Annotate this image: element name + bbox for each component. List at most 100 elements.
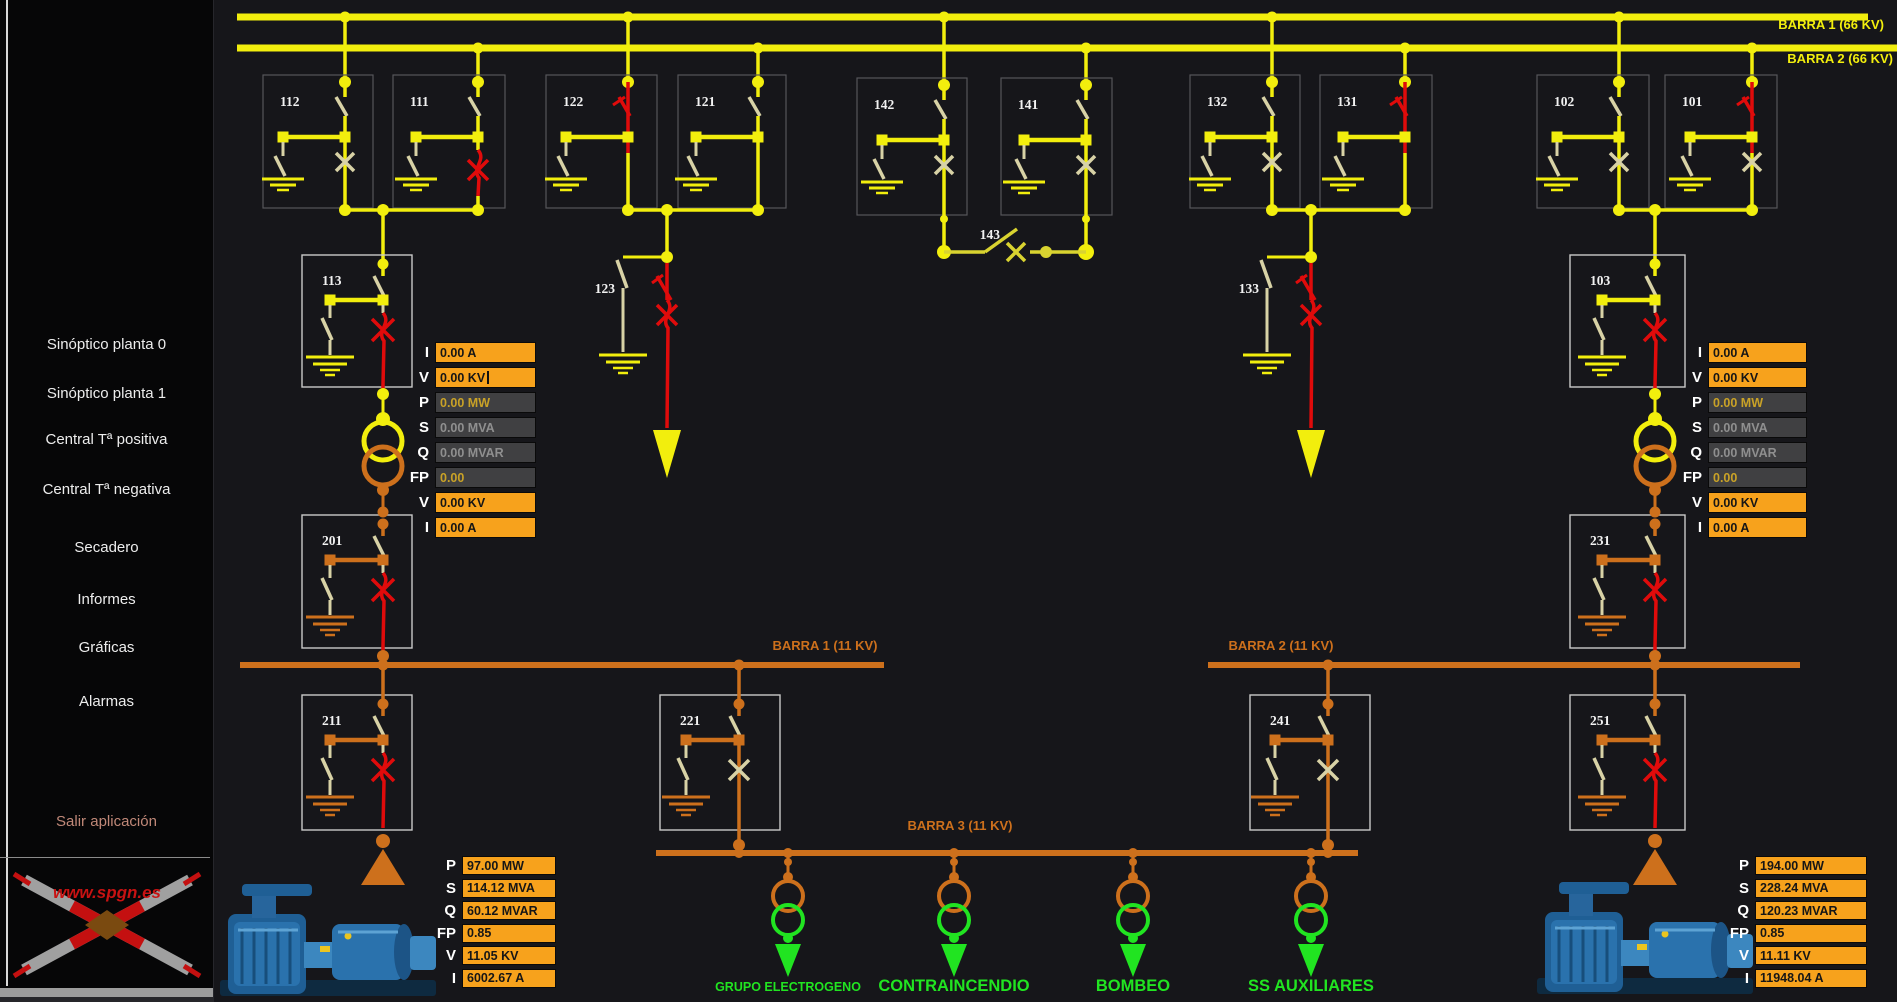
measurement-value: 0.00 MVAR [1713,445,1777,460]
measurement-value-field[interactable]: 0.85 [1755,923,1867,943]
measurement-value-field[interactable]: 97.00 MW [462,856,556,875]
bar-node [733,734,745,746]
measurement-value-field[interactable]: 0.00 KV [435,367,536,388]
bay-box[interactable] [545,74,658,209]
bay-box[interactable] [1664,74,1778,209]
bay-221[interactable]: 221 [659,694,781,831]
bay-132[interactable]: 132 [1189,17,1301,209]
measurement-value-field[interactable]: 0.00 MW [1708,392,1807,413]
measurement-value-field[interactable]: 0.00 [435,467,536,488]
bus-label-barra2-66kv: BARRA 2 (66 KV) [1787,51,1893,66]
bay-box[interactable] [1569,694,1686,831]
bar-node [377,734,389,746]
bay-103[interactable]: 103 [1569,254,1686,388]
junction-node [1306,933,1316,943]
bay-box[interactable] [301,694,413,831]
bay-121[interactable]: 121 [675,48,787,209]
sidebar-item-central-t-negativa[interactable]: Central Tª negativa [42,481,171,498]
measurement-value-field[interactable]: 0.00 A [1708,342,1807,363]
sidebar-item-secadero[interactable]: Secadero [74,539,139,556]
measurement-value-field[interactable]: 0.00 MVAR [1708,442,1807,463]
bay-241[interactable]: 241 [1249,694,1371,831]
measurement-value-field[interactable]: 6002.67 A [462,968,556,988]
measurement-value-field[interactable]: 0.00 KV [1708,367,1807,388]
bar-node [680,734,692,746]
bay-131[interactable]: 131 [1319,48,1433,209]
bay-box[interactable] [1536,74,1650,209]
bay-122[interactable]: 122 [545,17,658,209]
measurement-value-field[interactable]: 0.00 A [1708,517,1807,538]
bay-box[interactable] [262,74,374,209]
measurement-value-field[interactable]: 114.12 MVA [462,878,556,898]
bay-101[interactable]: 101 [1664,48,1778,209]
bay-143[interactable]: 143 [937,215,1094,263]
bay-102[interactable]: 102 [1536,17,1650,209]
load-ss-auxiliares[interactable]: SS AUXILIARES [1248,848,1374,995]
bay-box[interactable] [677,74,787,209]
bay-box[interactable] [856,77,968,216]
measurement-value-field[interactable]: 0.00 A [435,342,536,363]
measurement-value-field[interactable]: 0.00 A [435,517,536,538]
measurement-value: 0.85 [467,926,492,940]
measurement-value-field[interactable]: 0.85 [462,923,556,943]
measurement-value-field[interactable]: 194.00 MW [1755,856,1867,875]
measurement-value-field[interactable]: 60.12 MVAR [462,901,556,920]
measurement-value: 0.00 [440,470,465,485]
transformer-primary-winding [937,879,971,913]
measurement-value-field[interactable]: 11.05 KV [462,946,556,965]
bay-box[interactable] [301,254,413,388]
bay-box[interactable] [1000,77,1113,216]
bay-141[interactable]: 141 [1000,48,1113,216]
bay-box[interactable] [1319,74,1433,209]
measurement-value-field[interactable]: 0.00 [1708,467,1807,488]
load-grupo-electrogeno[interactable]: GRUPO ELECTROGENO [715,848,861,994]
exit-application-button[interactable]: Salir aplicación [56,813,157,830]
measurement-label-p: P [418,394,429,411]
bay-box[interactable] [301,514,413,649]
load-bombeo[interactable]: BOMBEO [1096,848,1170,995]
measurement-value-field[interactable]: 0.00 MVA [1708,417,1807,438]
bay-133[interactable]: 133 [1239,251,1325,478]
bay-123[interactable]: 123 [595,251,681,478]
load-contraincendio[interactable]: CONTRAINCENDIO [878,848,1030,995]
bay-142[interactable]: 142 [856,17,968,216]
bay-112[interactable]: 112 [262,17,374,209]
bay-box[interactable] [1569,514,1686,649]
measurement-value-field[interactable]: 11.11 KV [1755,946,1867,965]
measurement-value-field[interactable]: 11948.04 A [1755,968,1867,988]
bay-211[interactable]: 211 [301,694,413,831]
bay-113[interactable]: 113 [301,254,413,388]
bay-201[interactable]: 201 [301,514,413,649]
bay-box[interactable] [659,694,781,831]
disconnector-tick [1736,95,1750,107]
measurement-value-field[interactable]: 0.00 KV [435,492,536,513]
bay-251[interactable]: 251 [1569,694,1686,831]
measurement-label-v: V [418,494,429,511]
sidebar-item-alarmas[interactable]: Alarmas [78,693,134,710]
sidebar-item-informes[interactable]: Informes [77,591,136,608]
sidebar-item-sin-ptico-planta-1[interactable]: Sinóptico planta 1 [46,385,167,402]
sidebar-item-sin-ptico-planta-0[interactable]: Sinóptico planta 0 [46,336,167,353]
bar-node [1649,734,1661,746]
bay-box[interactable] [1249,694,1371,831]
bay-111[interactable]: 111 [392,48,506,209]
measurement-value-field[interactable]: 0.00 MVA [435,417,536,438]
tripped-breaker-wire [1651,571,1660,647]
bay-box[interactable] [1569,254,1686,388]
bay-231[interactable]: 231 [1569,514,1686,649]
bay-box[interactable] [1189,74,1301,209]
sidebar-item-central-t-positiva[interactable]: Central Tª positiva [45,431,168,448]
bay-box[interactable] [392,74,506,209]
measurement-value-field[interactable]: 0.00 MW [435,392,536,413]
measurement-value-field[interactable]: 0.00 MVAR [435,442,536,463]
sidebar-item-gr-ficas[interactable]: Gráficas [78,639,135,656]
measurement-value-field[interactable]: 0.00 KV [1708,492,1807,513]
measurement-value-field[interactable]: 228.24 MVA [1755,878,1867,898]
measurement-value-field[interactable]: 120.23 MVAR [1755,901,1867,920]
